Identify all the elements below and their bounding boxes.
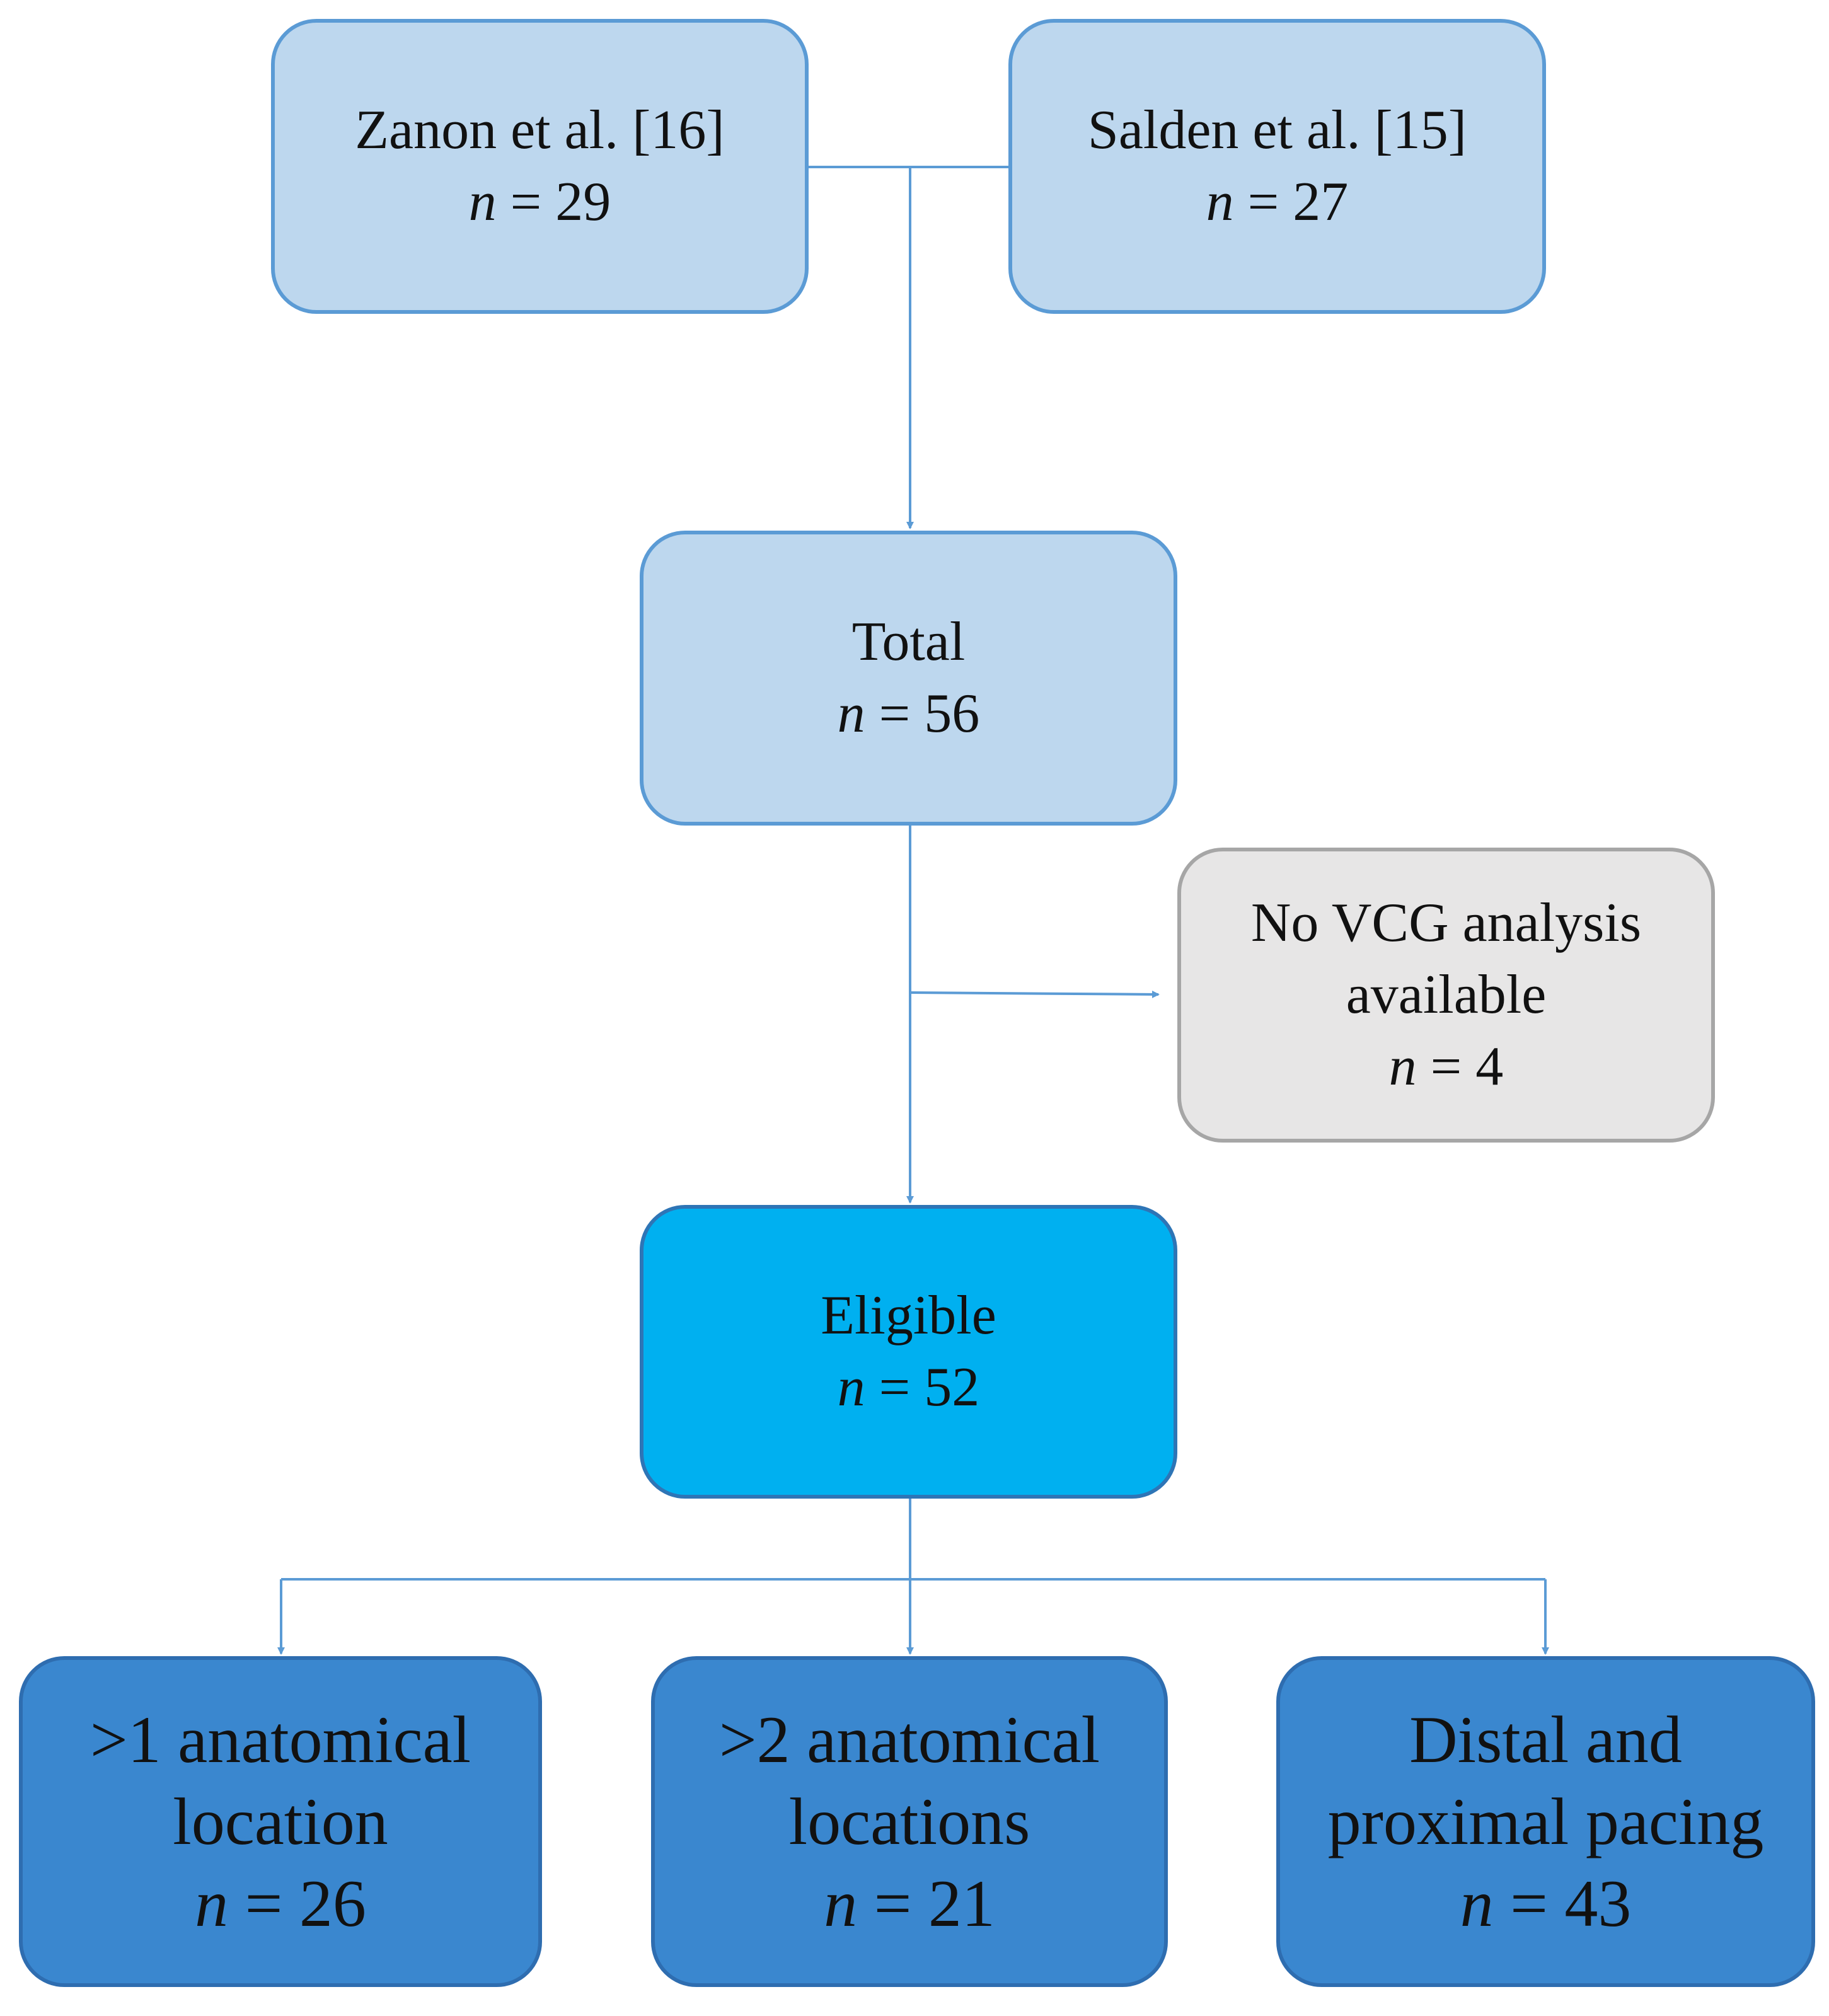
eligible-box: Eligible n = 52 (640, 1205, 1177, 1499)
n-value: = 4 (1430, 1036, 1504, 1097)
n-value: = 27 (1247, 171, 1349, 233)
outcome-2-line-1: >2 anatomical (718, 1702, 1100, 1777)
n-symbol: n (1206, 171, 1234, 233)
source-title-zanon: Zanon et al. [16] (355, 100, 725, 161)
n-symbol: n (1460, 1866, 1494, 1940)
n-symbol: n (195, 1866, 229, 1940)
outcome-box-2: >2 anatomical locations n = 21 (651, 1656, 1168, 1987)
n-value: = 52 (879, 1357, 980, 1418)
n-value: = 43 (1510, 1866, 1632, 1940)
outcome-box-1: >1 anatomical location n = 26 (19, 1656, 542, 1987)
source-box-zanon: Zanon et al. [16] n = 29 (271, 19, 809, 314)
outcome-3-line-2: proximal pacing (1327, 1784, 1764, 1858)
outcome-3-count: n = 43 (1460, 1863, 1632, 1945)
source-count-zanon: n = 29 (469, 166, 611, 238)
outcome-3-line-1: Distal and (1409, 1702, 1682, 1777)
outcome-2-line-2: locations (788, 1784, 1030, 1858)
total-title: Total (851, 611, 966, 672)
source-title-salden: Salden et al. [15] (1087, 100, 1467, 161)
arrow-to-excluded (909, 990, 1160, 998)
excluded-line-2: available (1346, 964, 1547, 1025)
outcome-1-count: n = 26 (195, 1863, 366, 1945)
total-count: n = 56 (838, 678, 980, 750)
n-value: = 56 (879, 683, 980, 744)
n-value: = 26 (245, 1866, 366, 1940)
n-value: = 29 (510, 171, 611, 233)
source-box-salden: Salden et al. [15] n = 27 (1008, 19, 1546, 314)
n-symbol: n (837, 683, 865, 744)
eligible-title: Eligible (821, 1285, 996, 1346)
n-symbol: n (468, 171, 497, 233)
excluded-line-1: No VCG analysis (1250, 892, 1642, 953)
n-symbol: n (1388, 1036, 1417, 1097)
n-symbol: n (837, 1357, 865, 1418)
outcome-1-line-1: >1 anatomical (89, 1702, 471, 1777)
source-count-salden: n = 27 (1206, 166, 1349, 238)
n-value: = 21 (874, 1866, 995, 1940)
excluded-count: n = 4 (1389, 1031, 1504, 1103)
excluded-box: No VCG analysis available n = 4 (1177, 848, 1715, 1143)
total-box: Total n = 56 (640, 531, 1177, 826)
outcome-2-count: n = 21 (824, 1863, 995, 1945)
eligible-count: n = 52 (838, 1352, 980, 1424)
n-symbol: n (824, 1866, 858, 1940)
outcome-1-line-2: location (173, 1784, 388, 1858)
outcome-box-3: Distal and proximal pacing n = 43 (1276, 1656, 1815, 1987)
